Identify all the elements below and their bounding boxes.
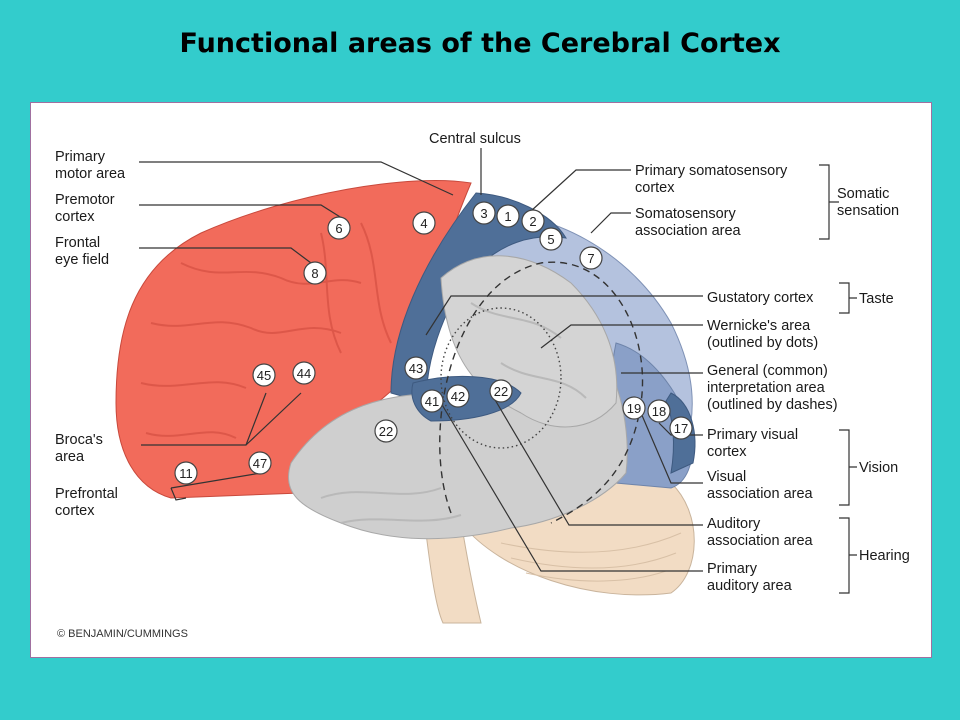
left-leader-lines bbox=[139, 161, 454, 501]
label-frontal-eye-2: eye field bbox=[55, 252, 109, 268]
credit-line: © BENJAMIN/CUMMINGS bbox=[57, 628, 188, 640]
label-primary-somatosensory-1: Primary somatosensory bbox=[635, 163, 788, 179]
brain-diagram: 3 1 2 5 7 6 4 8 45 44 43 41 42 22 22 19 … bbox=[55, 131, 910, 640]
interpretation-outline bbox=[439, 261, 644, 524]
label-wernicke-2: (outlined by dots) bbox=[707, 335, 818, 351]
area-4-number: 4 bbox=[420, 216, 427, 231]
label-auditory-assoc-2: association area bbox=[707, 533, 814, 549]
group-vision: Vision bbox=[859, 460, 898, 476]
label-auditory-assoc-1: Auditory bbox=[707, 516, 761, 532]
area-3-number: 3 bbox=[480, 206, 487, 221]
area-44-number: 44 bbox=[297, 366, 311, 381]
area-43-number: 43 bbox=[409, 361, 423, 376]
area-19-number: 19 bbox=[627, 401, 641, 416]
group-somatic-1: Somatic bbox=[837, 186, 889, 202]
label-primary-somatosensory-2: cortex bbox=[635, 180, 675, 196]
wernicke-outline bbox=[440, 307, 562, 449]
area-7-number: 7 bbox=[587, 251, 594, 266]
area-8-number: 8 bbox=[311, 266, 318, 281]
area-45-number: 45 bbox=[257, 368, 271, 383]
area-5-number: 5 bbox=[547, 232, 554, 247]
label-primary-visual-1: Primary visual bbox=[707, 427, 798, 443]
label-visual-assoc-2: association area bbox=[707, 486, 814, 502]
brodmann-numbers: 3 1 2 5 7 6 4 8 45 44 43 41 42 22 22 19 … bbox=[179, 206, 688, 481]
area-1-number: 1 bbox=[504, 209, 511, 224]
label-prefrontal-1: Prefrontal bbox=[55, 486, 118, 502]
area-47-number: 47 bbox=[253, 456, 267, 471]
area-22-lower-number: 22 bbox=[379, 424, 393, 439]
area-11-number: 11 bbox=[179, 466, 193, 481]
label-somatosensory-assoc-1: Somatosensory bbox=[635, 206, 736, 222]
label-primary-visual-2: cortex bbox=[707, 444, 747, 460]
brain-diagram-panel: 3 1 2 5 7 6 4 8 45 44 43 41 42 22 22 19 … bbox=[30, 102, 932, 658]
area-6-number: 6 bbox=[335, 221, 342, 236]
group-hearing: Hearing bbox=[859, 548, 910, 564]
label-general-interp-1: General (common) bbox=[707, 363, 828, 379]
label-primary-auditory-1: Primary bbox=[707, 561, 758, 577]
label-prefrontal-2: cortex bbox=[55, 503, 95, 519]
label-wernicke-1: Wernicke's area bbox=[707, 318, 811, 334]
label-primary-auditory-2: auditory area bbox=[707, 578, 793, 594]
label-primary-motor-2: motor area bbox=[55, 166, 126, 182]
label-general-interp-3: (outlined by dashes) bbox=[707, 397, 838, 413]
frontal-gyri bbox=[140, 222, 392, 439]
area-22-upper-number: 22 bbox=[494, 384, 508, 399]
label-broca-1: Broca's bbox=[55, 432, 103, 448]
group-brackets bbox=[819, 164, 857, 594]
brainstem bbox=[425, 532, 482, 624]
label-premotor-1: Premotor bbox=[55, 192, 115, 208]
group-taste: Taste bbox=[859, 291, 894, 307]
label-visual-assoc-1: Visual bbox=[707, 469, 746, 485]
label-general-interp-2: interpretation area bbox=[707, 380, 826, 396]
label-premotor-2: cortex bbox=[55, 209, 95, 225]
label-gustatory: Gustatory cortex bbox=[707, 290, 814, 306]
area-17-number: 17 bbox=[674, 421, 688, 436]
label-somatosensory-assoc-2: association area bbox=[635, 223, 742, 239]
group-somatic-2: sensation bbox=[837, 203, 899, 219]
area-2-number: 2 bbox=[529, 214, 536, 229]
label-broca-2: area bbox=[55, 449, 85, 465]
right-leader-lines bbox=[425, 169, 703, 572]
area-42-number: 42 bbox=[451, 389, 465, 404]
label-central-sulcus: Central sulcus bbox=[429, 131, 521, 147]
label-primary-motor-1: Primary bbox=[55, 149, 106, 165]
label-frontal-eye-1: Frontal bbox=[55, 235, 100, 251]
gray-gyri bbox=[320, 302, 587, 524]
area-41-number: 41 bbox=[425, 394, 439, 409]
brodmann-markers bbox=[174, 201, 693, 485]
area-18-number: 18 bbox=[652, 404, 666, 419]
cerebellum-folia bbox=[500, 532, 682, 582]
slide-title: Functional areas of the Cerebral Cortex bbox=[179, 28, 781, 59]
